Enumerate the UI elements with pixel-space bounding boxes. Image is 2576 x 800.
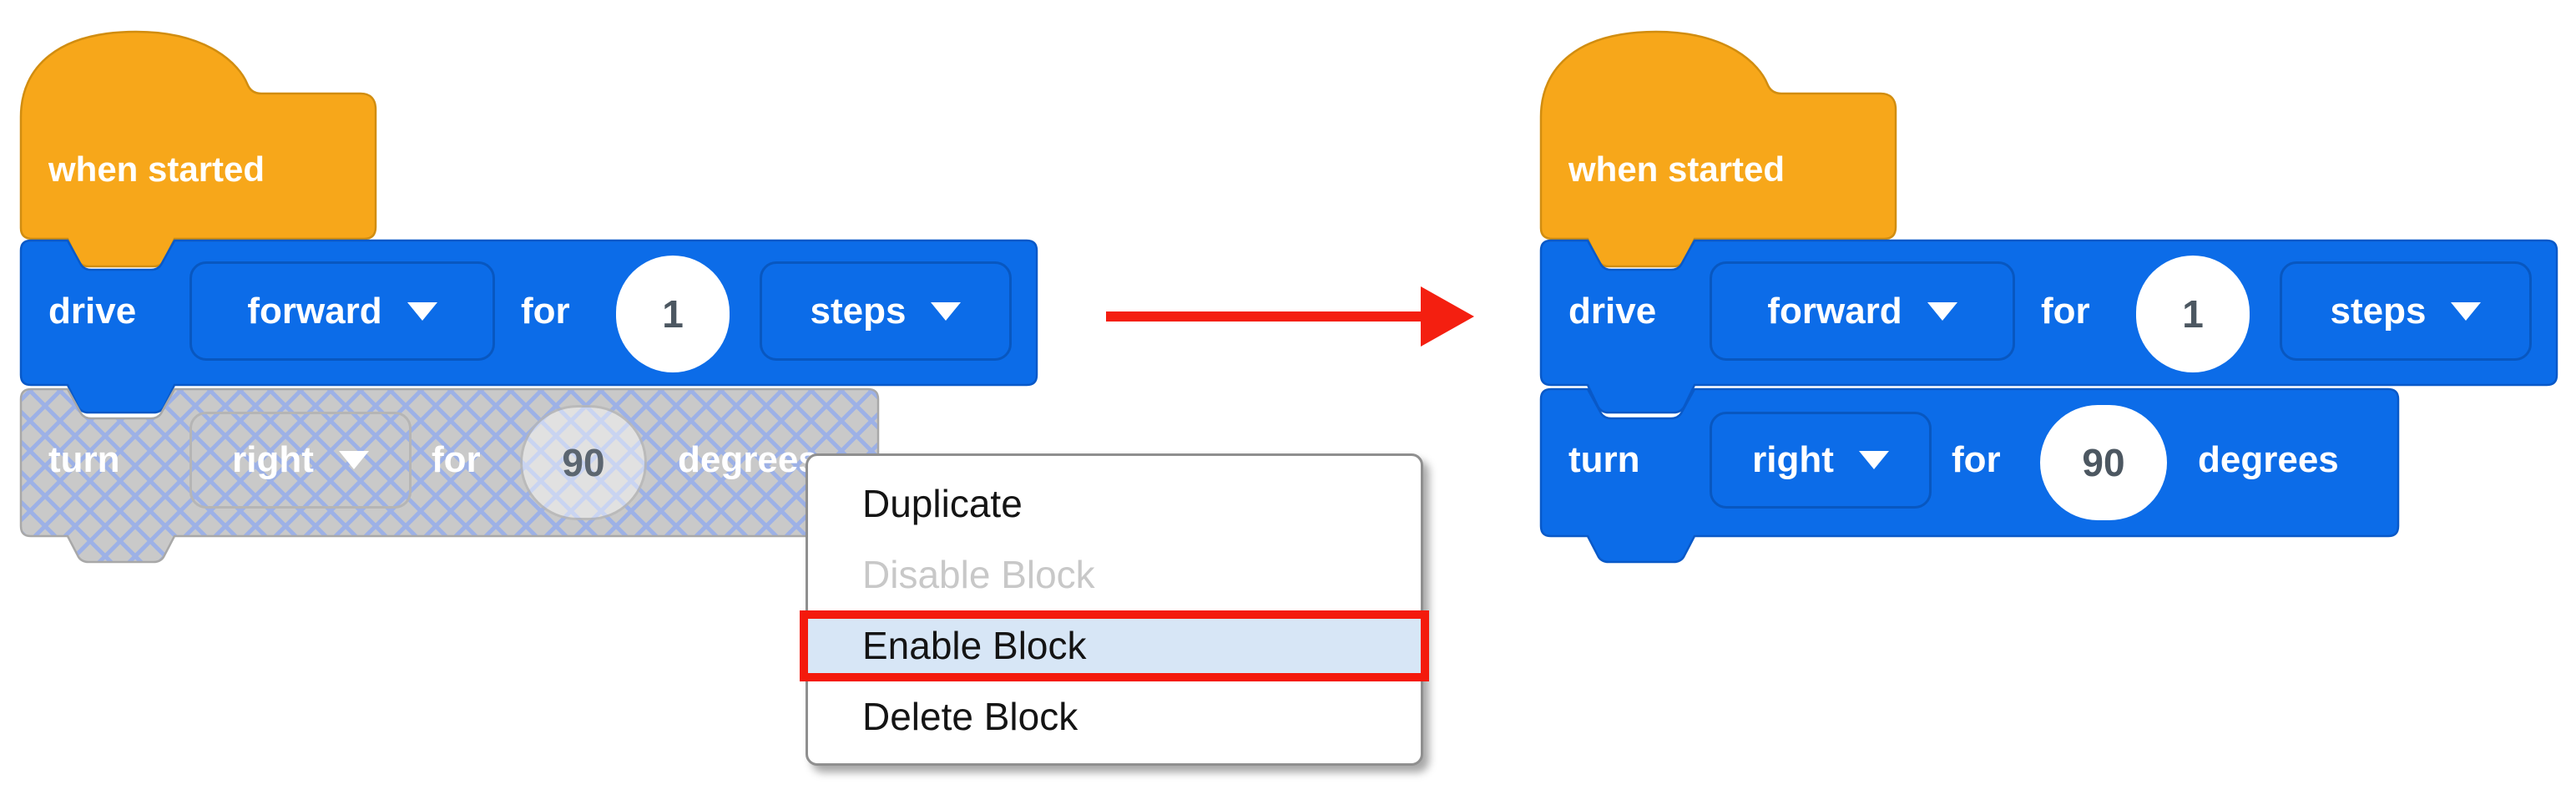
drive-distance-input[interactable]: 1 bbox=[616, 256, 730, 372]
drive-direction-dropdown[interactable]: forward bbox=[189, 261, 495, 361]
menu-item-enable-block[interactable]: Enable Block bbox=[800, 610, 1429, 681]
turn-direction-dropdown[interactable]: right bbox=[1710, 412, 1932, 509]
turn-direction-value: right bbox=[1752, 439, 1834, 480]
drive-label: drive bbox=[48, 291, 137, 332]
drive-direction-dropdown[interactable]: forward bbox=[1710, 261, 2015, 361]
drive-direction-value: forward bbox=[247, 290, 382, 332]
drive-unit-value: steps bbox=[2330, 290, 2427, 332]
turn-angle-input[interactable]: 90 bbox=[520, 405, 647, 520]
chevron-down-icon bbox=[1927, 301, 1957, 321]
drive-label: drive bbox=[1568, 291, 1657, 332]
chevron-down-icon bbox=[1858, 451, 1889, 469]
turn-block-enabled[interactable] bbox=[1539, 387, 2400, 564]
for-label: for bbox=[2041, 291, 2090, 332]
drive-unit-dropdown[interactable]: steps bbox=[2280, 261, 2532, 361]
degrees-label: degrees bbox=[2198, 439, 2339, 480]
turn-direction-dropdown[interactable]: right bbox=[189, 412, 412, 509]
drive-unit-value: steps bbox=[810, 290, 907, 332]
drive-direction-value: forward bbox=[1767, 290, 1902, 332]
transition-arrow-shaft bbox=[1106, 311, 1424, 322]
for-label: for bbox=[1952, 439, 2001, 480]
when-started-label: when started bbox=[48, 149, 265, 189]
turn-label: turn bbox=[1568, 439, 1640, 480]
menu-item-delete-block[interactable]: Delete Block bbox=[862, 695, 1078, 738]
chevron-down-icon bbox=[931, 301, 962, 321]
chevron-down-icon bbox=[407, 301, 437, 321]
turn-direction-value: right bbox=[232, 439, 314, 480]
drive-unit-dropdown[interactable]: steps bbox=[760, 261, 1012, 361]
menu-item-duplicate[interactable]: Duplicate bbox=[862, 482, 1023, 525]
chevron-down-icon bbox=[338, 451, 369, 469]
turn-label: turn bbox=[48, 439, 120, 480]
for-label: for bbox=[432, 439, 481, 480]
when-started-label: when started bbox=[1568, 149, 1786, 189]
chevron-down-icon bbox=[2451, 301, 2482, 321]
turn-angle-input[interactable]: 90 bbox=[2040, 405, 2167, 520]
for-label: for bbox=[521, 291, 570, 332]
drive-distance-input[interactable]: 1 bbox=[2136, 256, 2250, 372]
transition-arrow-head bbox=[1421, 286, 1474, 347]
menu-item-disable-block: Disable Block bbox=[862, 553, 1095, 596]
context-menu: Duplicate Disable Block Enable Block Del… bbox=[800, 453, 1429, 766]
degrees-label: degrees bbox=[678, 439, 819, 480]
